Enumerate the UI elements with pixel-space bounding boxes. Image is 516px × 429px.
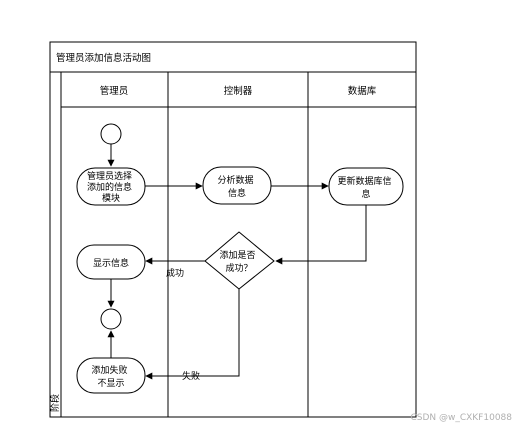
svg-text:更新数据库信 息: 更新数据库信 息 [338, 175, 395, 200]
node-fail-line1: 添加失败 [92, 364, 128, 376]
svg-text:管理员选择 添加的信息 模块: 管理员选择 添加的信息 模块 [87, 170, 135, 204]
node-admin-select-line3: 模块 [102, 192, 120, 204]
edge-label-failure: 失败 [182, 370, 200, 382]
diagram-frame [49, 41, 417, 418]
lane-header-database: 数据库 [348, 85, 377, 97]
node-fail-line2: 不显示 [97, 378, 124, 389]
edge-update-to-decision [275, 205, 367, 265]
lane-header-admin: 管理员 [100, 85, 129, 97]
end-node [100, 308, 122, 330]
node-analyze-line1: 分析数据 [218, 174, 254, 186]
edge-failure [145, 289, 240, 380]
phase-label: 阶段 [49, 394, 61, 412]
watermark: CSDN @w_CXKF10088 [410, 413, 512, 423]
lane-header-controller: 控制器 [224, 85, 253, 97]
node-admin-select-line2: 添加的信息 [87, 181, 132, 193]
svg-text:分析数据 信息: 分析数据 信息 [218, 174, 257, 199]
node-update-line1: 更新数据库信 [338, 175, 392, 187]
node-analyze-line2: 信息 [228, 187, 246, 199]
start-node [100, 123, 122, 145]
diagram-title: 管理员添加信息活动图 [56, 52, 151, 64]
node-decision-line1: 添加是否 [220, 250, 256, 261]
svg-text:添加失败 不显示: 添加失败 不显示 [92, 364, 131, 389]
node-decision-line2: 成功？ [225, 262, 252, 274]
svg-text:添加是否 成功？: 添加是否 成功？ [220, 250, 259, 274]
node-admin-select-line1: 管理员选择 [87, 170, 132, 182]
node-show-info-label: 显示信息 [93, 257, 129, 269]
edge-label-success: 成功 [166, 267, 184, 279]
node-update-line2: 息 [361, 188, 370, 200]
